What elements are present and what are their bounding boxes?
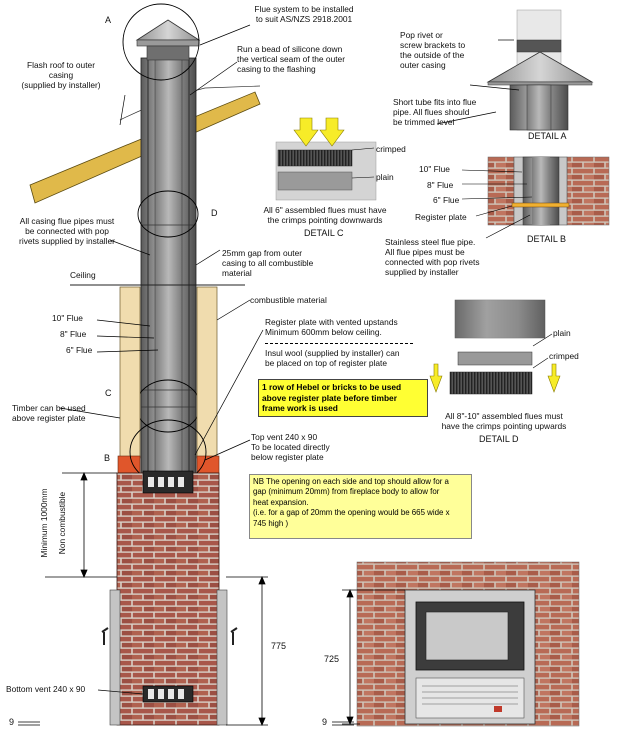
detail-d-crimped-label: crimped <box>549 351 579 361</box>
brick-chimney <box>116 470 220 726</box>
stainless-steel-note: Stainless steel flue pipe. All flue pipe… <box>385 237 480 277</box>
detail-a-drawing <box>486 9 594 131</box>
dimension-min-1000 <box>45 471 117 579</box>
insul-wool-note: Insul wool (supplied by installer) can b… <box>265 348 400 368</box>
dimension-725-label: 725 <box>324 654 340 664</box>
combustible-material-label: combustible material <box>250 295 327 305</box>
detail-b-6-flue-label: 6" Flue <box>433 195 460 205</box>
eight-ten-crimp-note: All 8"-10" assembled flues must have the… <box>441 411 567 431</box>
detail-b-title: DETAIL B <box>527 234 567 244</box>
pop-rivet-label: Pop rivet or screw brackets to the outsi… <box>400 30 466 70</box>
detail-d-drawing <box>429 299 561 395</box>
bottom-vent-label: Bottom vent 240 x 90 <box>6 684 86 694</box>
page-marker-right: 9 <box>322 717 328 727</box>
tag-a: A <box>105 15 112 25</box>
top-vent-note: Top vent 240 x 90 To be located directly… <box>251 432 330 462</box>
detail-b-8-flue-label: 8" Flue <box>427 180 454 190</box>
nb-expansion-note: NB The opening on each side and top shou… <box>249 474 472 539</box>
detail-a-title: DETAIL A <box>528 131 567 141</box>
minimum-1000mm-label: Minimum 1000mm <box>39 488 49 558</box>
dimension-725 <box>342 588 405 726</box>
register-plate-note: Register plate with vented upstands Mini… <box>265 317 398 337</box>
detail-b-drawing <box>461 156 610 239</box>
detail-c-title: DETAIL C <box>304 228 344 238</box>
detail-c-crimped-label: crimped <box>376 144 406 154</box>
dimension-775 <box>226 575 268 727</box>
fireplace-front-view <box>356 561 580 727</box>
page-marker-left: 9 <box>9 717 15 727</box>
flue-system-standard-label: Flue system to be installed to suit AS/N… <box>254 4 354 24</box>
flue-cap <box>122 3 201 81</box>
timber-note: Timber can be used above register plate <box>12 403 86 423</box>
silicone-bead-label: Run a bead of silicone down the vertical… <box>237 44 345 74</box>
gap-25mm-note: 25mm gap from outer casing to all combus… <box>222 248 314 278</box>
main-flue <box>140 57 197 479</box>
tag-b: B <box>104 453 111 463</box>
fireplace-side-view <box>101 589 238 726</box>
tag-c: C <box>105 388 112 398</box>
main-10-flue-label: 10" Flue <box>52 313 83 323</box>
flash-roof-label: Flash roof to outer casing (supplied by … <box>21 60 101 90</box>
main-8-flue-label: 8" Flue <box>60 329 87 339</box>
main-6-flue-label: 6" Flue <box>66 345 93 355</box>
detail-d-circle <box>137 190 199 238</box>
ceiling-label: Ceiling <box>70 270 96 280</box>
six-inch-crimp-note: All 6" assembled flues must have the cri… <box>263 205 387 225</box>
detail-d-plain-label: plain <box>553 328 571 338</box>
short-tube-label: Short tube fits into flue pipe. All flue… <box>393 97 477 127</box>
detail-b-10-flue-label: 10" Flue <box>419 164 450 174</box>
leader-lines <box>59 24 520 695</box>
dimension-775-label: 775 <box>271 641 287 651</box>
detail-c-plain-label: plain <box>376 172 394 182</box>
tag-d: D <box>211 208 218 218</box>
dashed-divider <box>265 343 413 344</box>
register-plate <box>117 419 220 485</box>
detail-c-drawing <box>275 117 377 201</box>
non-combustible-label: Non combustible <box>57 491 67 555</box>
casing-pop-rivets-note: All casing flue pipes must be connected … <box>19 216 115 246</box>
detail-d-title: DETAIL D <box>479 434 519 444</box>
detail-b-register-plate-label: Register plate <box>415 212 467 222</box>
hebel-bricks-note: 1 row of Hebel or bricks to be used abov… <box>258 379 428 417</box>
